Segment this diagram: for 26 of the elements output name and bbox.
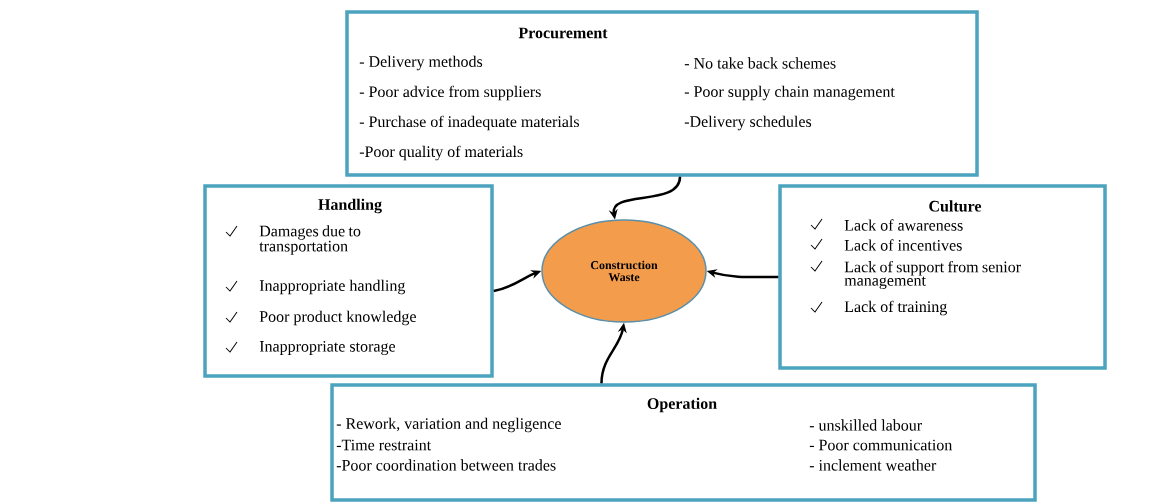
list-item: Inappropriate handling [259, 279, 406, 295]
list-item: - unskilled labour [809, 419, 922, 431]
list-item: - Poor supply chain management [684, 85, 895, 101]
list-item: Lack of training [844, 300, 947, 316]
list-item: - Delivery methods [359, 55, 483, 71]
list-item: - No take back schemes [684, 57, 836, 69]
node-label: Construction Waste [590, 260, 658, 282]
list-item: Lack of support from senior management [844, 260, 1021, 290]
list-item: - Poor communication [809, 439, 953, 451]
box-heading: Culture [929, 200, 982, 212]
list-item: - Rework, variation and negligence [336, 417, 561, 433]
list-item: - Poor advice from suppliers [359, 85, 541, 101]
list-item: Lack of incentives [844, 239, 962, 251]
list-item: Lack of awareness [844, 219, 963, 231]
box-heading: Operation [647, 397, 717, 413]
list-item: -Time restraint [336, 439, 432, 451]
list-item: -Poor coordination between trades [336, 459, 556, 471]
list-item: Inappropriate storage [259, 341, 396, 355]
list-item: Poor product knowledge [259, 310, 416, 326]
list-item: Damages due to transportation [259, 225, 361, 255]
box-heading: Handling [318, 198, 382, 214]
list-item: - inclement weather [809, 459, 937, 471]
list-item: -Poor quality of materials [359, 145, 523, 161]
list-item: -Delivery schedules [684, 115, 812, 131]
box-heading: Procurement [518, 27, 608, 39]
list-item: - Purchase of inadequate materials [359, 115, 579, 131]
